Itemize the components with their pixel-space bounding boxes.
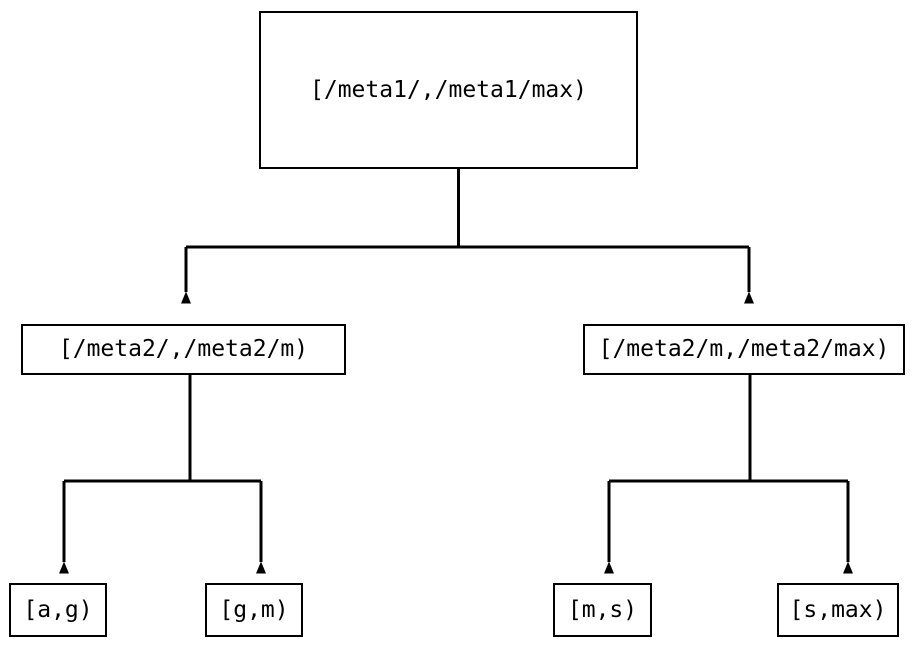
tree-node-leaf-1-label: [a,g) xyxy=(23,596,93,623)
tree-node-leaf-3[interactable]: [m,s) xyxy=(553,583,652,637)
tree-node-root-label: [/meta1/,/meta1/max) xyxy=(310,76,587,103)
tree-node-leaf-2-label: [g,m) xyxy=(219,596,289,623)
tree-node-leaf-1[interactable]: [a,g) xyxy=(9,583,107,637)
tree-node-leaf-4-label: [s,max) xyxy=(789,596,887,623)
tree-node-level2-left-label: [/meta2/,/meta2/m) xyxy=(58,336,309,362)
tree-node-leaf-4[interactable]: [s,max) xyxy=(777,583,899,637)
tree-node-level2-right[interactable]: [/meta2/m,/meta2/max) xyxy=(583,324,905,375)
tree-node-leaf-2[interactable]: [g,m) xyxy=(205,583,303,637)
tree-node-level2-right-label: [/meta2/m,/meta2/max) xyxy=(598,336,890,362)
tree-node-leaf-3-label: [m,s) xyxy=(567,596,638,623)
tree-node-root[interactable]: [/meta1/,/meta1/max) xyxy=(259,11,638,169)
tree-node-level2-left[interactable]: [/meta2/,/meta2/m) xyxy=(21,324,346,375)
